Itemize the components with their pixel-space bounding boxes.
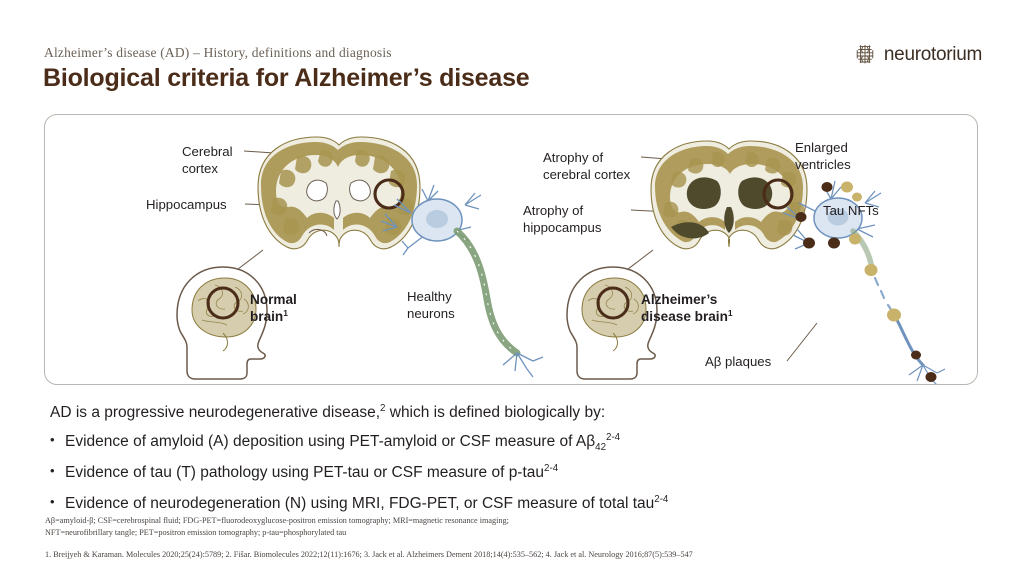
label-normal-brain: Normal [250, 292, 297, 307]
label-cerebral-cortex: Cerebral [182, 144, 233, 159]
enlarged-ventricles-shape [686, 177, 773, 233]
region-marker-circle-ad [762, 178, 794, 210]
atrophic-hippocampus-shape [671, 222, 709, 239]
label-atrophy-cortex-line2: cerebral cortex [543, 167, 631, 182]
lede-post: which is defined biologically by: [385, 404, 606, 421]
label-hippocampus: Hippocampus [146, 197, 227, 212]
bullet-subscript: 42 [595, 442, 606, 454]
abbreviations-note: Aβ=amyloid-β; CSF=cerebrospinal fluid; F… [45, 515, 975, 539]
list-item: Evidence of amyloid (A) deposition using… [50, 431, 950, 454]
label-ad-brain-line2: disease brain1 [641, 308, 733, 324]
region-marker-circle-head-ad [596, 286, 630, 320]
label-tau-nfts: Tau NFTs [823, 203, 879, 218]
label-cerebral-cortex-line2: cortex [182, 161, 218, 176]
healthy-neuron-illustration [380, 184, 544, 378]
label-normal-brain-line2: brain1 [250, 308, 288, 324]
label-healthy-neurons: Healthy [407, 289, 452, 304]
bullet-text: Evidence of amyloid (A) deposition using… [65, 433, 596, 450]
lede-pre: AD is a progressive neurodegenerative di… [50, 404, 380, 421]
bullet-text: Evidence of tau (T) pathology using PET-… [65, 463, 545, 481]
abbreviations-line-1: Aβ=amyloid-β; CSF=cerebrospinal fluid; F… [45, 516, 509, 525]
label-atrophy-hippocampus-line2: hippocampus [523, 220, 602, 235]
label-ad-brain: Alzheimer’s [641, 292, 717, 307]
region-marker-circle-normal [373, 178, 405, 210]
normal-brain-coronal-section [257, 136, 421, 250]
diseased-neuron-illustration [782, 180, 946, 384]
ad-head-silhouette [566, 266, 658, 380]
label-atrophy-cortex: Atrophy of [543, 150, 603, 165]
label-atrophy-hippocampus: Atrophy of [523, 203, 583, 218]
list-item: Evidence of tau (T) pathology using PET-… [50, 463, 950, 482]
lede-text: AD is a progressive neurodegenerative di… [50, 402, 606, 422]
region-marker-circle-head-normal [206, 286, 240, 320]
slide-eyebrow: Alzheimer’s disease (AD) – History, defi… [44, 45, 392, 60]
abbreviations-line-2: NFT=neurofibrillary tangle; PET=positron… [45, 527, 347, 537]
ad-brain-coronal-section [650, 140, 808, 250]
brand-logo-text: neurotorium [883, 43, 982, 65]
label-abeta-plaques: Aβ plaques [705, 354, 772, 369]
label-healthy-neurons-line2: neurons [407, 306, 455, 321]
abeta-plaque-markers [841, 181, 901, 322]
bullet-ref: 2-4 [654, 493, 669, 505]
brand-logo: neurotorium [853, 42, 982, 66]
bullet-ref: 2-4 [544, 462, 559, 474]
label-enlarged-ventricles: Enlarged [795, 140, 848, 155]
normal-head-silhouette [176, 266, 268, 380]
references-note: 1. Breijyeh & Karaman. Molecules 2020;25… [45, 550, 693, 559]
tau-nft-markers [795, 182, 937, 382]
bullet-text: Evidence of neurodegeneration (N) using … [65, 494, 655, 512]
bullet-ref: 2-4 [606, 431, 621, 443]
lede-ref: 2 [380, 402, 386, 414]
neurotorium-grid-brain-icon [856, 44, 874, 64]
ad-pathology-figure: Cerebral cortex Hippocampus Normal brain… [146, 136, 946, 384]
label-enlarged-ventricles-line2: ventricles [795, 157, 851, 172]
figure-panel: Cerebral cortex Hippocampus Normal brain… [44, 114, 978, 385]
criteria-list: Evidence of amyloid (A) deposition using… [50, 432, 950, 525]
page-title: Biological criteria for Alzheimer’s dise… [43, 64, 530, 92]
list-item: Evidence of neurodegeneration (N) using … [50, 494, 950, 513]
